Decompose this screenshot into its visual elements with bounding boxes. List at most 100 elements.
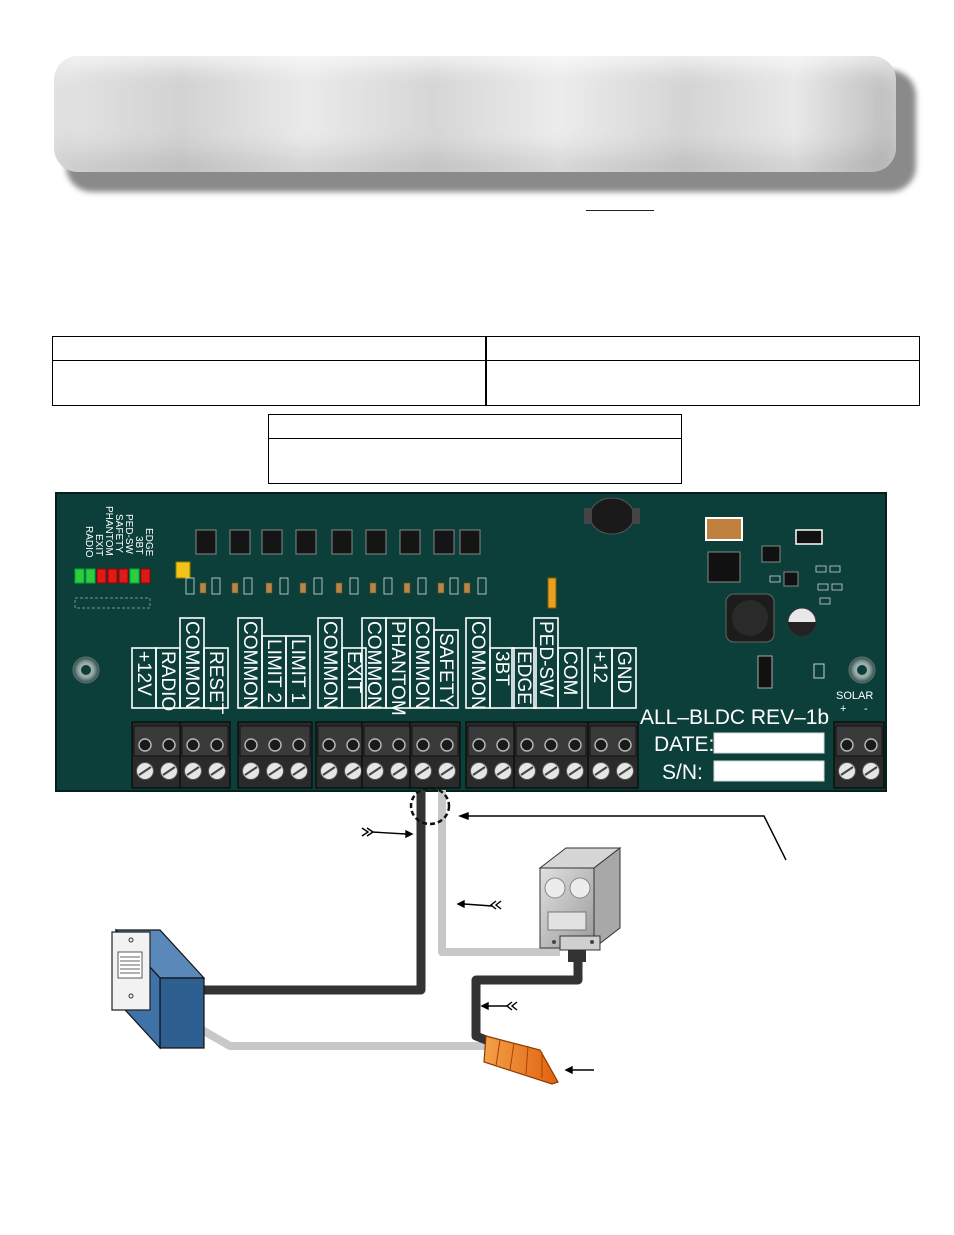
- transistor-row: [195, 529, 481, 555]
- terminal-block-power: [131, 721, 183, 789]
- terminal-label-3bt: 3BT: [491, 651, 512, 686]
- terminal-hole: [594, 738, 608, 752]
- terminal-hole: [520, 738, 534, 752]
- spec-table-left-header: [53, 337, 485, 361]
- led-label-3bt: 3BT: [133, 536, 144, 554]
- wire-black-eye: [471, 956, 583, 1049]
- terminal-hole: [268, 738, 282, 752]
- terminal-hole: [162, 738, 176, 752]
- terminal-hole: [244, 738, 258, 752]
- terminal-label-12: +12: [589, 651, 610, 683]
- terminal-hole: [416, 738, 430, 752]
- terminal-label-exit: EXIT: [343, 651, 364, 694]
- electrolytic-cap-mark: [788, 622, 816, 636]
- small-resistor: [813, 663, 825, 679]
- spec-table-left: [52, 336, 486, 406]
- terminal-block-safety: [409, 721, 461, 789]
- serial-field: [713, 760, 825, 782]
- serial-label: S/N:: [662, 761, 703, 784]
- led-label-edge: EDGE: [143, 528, 154, 557]
- led-safety: [107, 568, 118, 584]
- inductor-core: [732, 600, 768, 636]
- resistor-row: [74, 597, 151, 609]
- component-orange: [547, 577, 557, 609]
- terminal-label-reset: RESET: [205, 651, 226, 715]
- terminal-label-phantom: PHANTOM: [387, 621, 408, 716]
- terminal-screw-slot: [346, 766, 360, 776]
- buzzer-tab-left: [584, 508, 592, 524]
- led-label-phantom: PHANTOM: [103, 506, 114, 556]
- terminal-screw-slot: [864, 766, 878, 776]
- terminal-labels: +12V RADIO COMMON RESET COMMON LIMIT 2 L…: [133, 621, 634, 716]
- photo-eye-reflector-icon: [538, 846, 622, 962]
- arrow-black-eye-label: [480, 1001, 518, 1011]
- terminal-hole: [496, 738, 510, 752]
- terminal-screw-slot: [292, 766, 306, 776]
- led-phantom: [96, 568, 107, 584]
- connection-highlight: [409, 786, 451, 826]
- terminal-screw-slot: [368, 766, 382, 776]
- mounting-hole-right-center: [857, 665, 867, 675]
- led-label-safety: SAFETY: [113, 514, 124, 553]
- ic-small: [783, 571, 799, 587]
- terminal-block-limits: [237, 721, 313, 789]
- terminal-label-common-3: COMMON: [319, 621, 340, 710]
- led-label-radio: RADIO: [83, 526, 94, 558]
- terminal-label-safety: SAFETY: [435, 633, 456, 707]
- terminal-hole: [292, 738, 306, 752]
- terminal-screw-slot: [520, 766, 534, 776]
- date-label: DATE:: [654, 733, 714, 756]
- solar-label: SOLAR: [836, 690, 873, 702]
- terminal-label-com: COM: [559, 651, 580, 695]
- terminal-hole: [138, 738, 152, 752]
- terminal-screw-slot: [496, 766, 510, 776]
- status-leds: [74, 568, 151, 609]
- terminal-label-common-5: COMMON: [411, 621, 432, 710]
- solar-minus-label: -: [864, 703, 868, 715]
- terminal-screw-slot: [210, 766, 224, 776]
- terminal-screw-slot: [392, 766, 406, 776]
- tantalum-cap: [705, 517, 743, 541]
- terminal-hole: [346, 738, 360, 752]
- spec-table-right-header: [487, 337, 919, 361]
- led-label-ped-sw: PED-SW: [123, 514, 134, 555]
- led-exit: [85, 568, 96, 584]
- regulator: [707, 551, 741, 583]
- terminal-hole: [568, 738, 582, 752]
- led-label-group: EDGE 3BT PED-SW SAFETY PHANTOM EXIT RADI…: [83, 506, 154, 558]
- terminal-screw-slot: [594, 766, 608, 776]
- terminal-label-edge: EDGE: [513, 651, 534, 705]
- terminal-screw-slot: [544, 766, 558, 776]
- terminal-block-phantom: [361, 721, 413, 789]
- terminal-hole: [368, 738, 382, 752]
- smd-resistors: [185, 577, 487, 595]
- wire-gray-receiver: [200, 1026, 490, 1050]
- terminal-label-limit-1: LIMIT 1: [287, 639, 308, 703]
- terminal-label-ped-sw: PED-SW: [535, 621, 556, 697]
- terminal-screw-slot: [162, 766, 176, 776]
- terminal-screw-slot: [268, 766, 282, 776]
- wire-gray-controller: [438, 790, 560, 956]
- terminal-block-solar: [833, 721, 885, 789]
- terminal-label-12v: +12V: [133, 651, 154, 696]
- terminal-hole: [618, 738, 632, 752]
- underline-mark: [586, 210, 654, 211]
- led-ped-sw: [118, 568, 129, 584]
- terminal-screw-slot: [244, 766, 258, 776]
- terminal-screw-slot: [186, 766, 200, 776]
- capacitor-row: [199, 582, 471, 594]
- terminal-label-gnd: GND: [613, 651, 634, 693]
- terminal-hole: [840, 738, 854, 752]
- terminal-block-radio-reset: [179, 721, 231, 789]
- terminal-label-radio: RADIO: [157, 651, 178, 711]
- terminal-block-12-gnd: [587, 721, 639, 789]
- terminal-block-3bt: [465, 721, 517, 789]
- led-3bt: [129, 568, 140, 584]
- terminal-screw-slot: [416, 766, 430, 776]
- buzzer-tab-right: [632, 508, 640, 524]
- terminal-label-common-1: COMMON: [181, 621, 202, 710]
- terminal-label-boxes: [131, 617, 637, 709]
- terminal-hole: [210, 738, 224, 752]
- photo-eye-receiver-icon: [111, 928, 206, 1050]
